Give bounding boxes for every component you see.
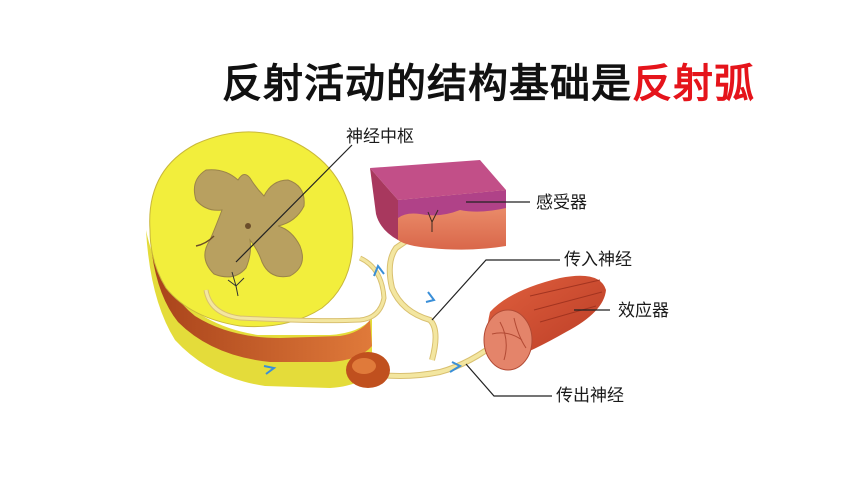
effector-muscle — [483, 275, 606, 371]
label-afferent-nerve: 传入神经 — [564, 250, 632, 270]
label-effector: 效应器 — [618, 301, 669, 321]
title-highlight: 反射弧 — [632, 61, 755, 107]
direction-arrows — [263, 263, 463, 375]
title-main: 反射活动的结构基础是 — [222, 61, 632, 107]
label-nerve-center: 神经中枢 — [346, 127, 414, 147]
spinal-cord — [146, 131, 372, 388]
slide-title: 反射活动的结构基础是反射弧 — [222, 58, 755, 110]
leader-lines — [235, 144, 610, 397]
leader-line-afferent — [431, 259, 560, 321]
receptor-skin — [370, 160, 506, 250]
leader-line-efferent — [465, 363, 552, 397]
label-efferent-nerve: 传出神经 — [556, 386, 624, 406]
label-receptor: 感受器 — [536, 193, 587, 213]
leader-line-center — [235, 144, 353, 263]
